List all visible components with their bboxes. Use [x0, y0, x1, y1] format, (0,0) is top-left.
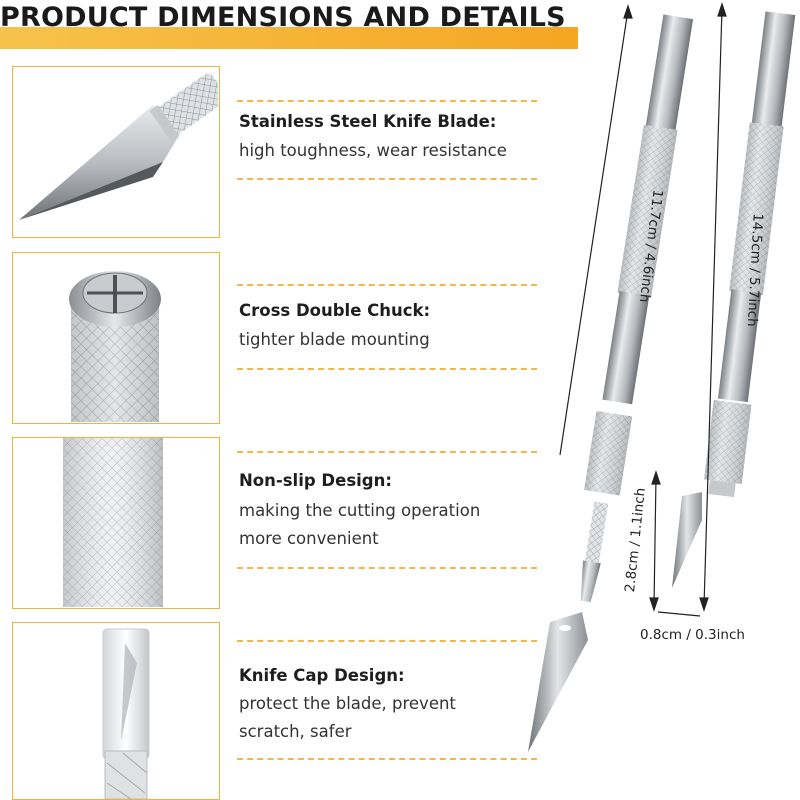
title-band: PRODUCT DIMENSIONS AND DETAILS: [0, 0, 578, 56]
pen-assembled: [704, 11, 796, 498]
feature-description-line: more convenient: [239, 529, 379, 548]
pen-disassembled: [580, 14, 694, 603]
feature-title: Stainless Steel Knife Blade:: [239, 112, 497, 131]
divider: [237, 451, 537, 453]
blade-closeup-image: [12, 66, 220, 238]
feature-title: Knife Cap Design:: [239, 666, 405, 685]
feature-description: protect the blade, prevent scratch, safe…: [239, 690, 539, 746]
knife-cap-image: [12, 622, 220, 800]
mounted-blade: [672, 492, 702, 588]
width-label: 0.8cm / 0.3inch: [640, 627, 745, 643]
divider: [237, 284, 537, 286]
feature-description: high toughness, wear resistance: [239, 137, 539, 165]
feature-description: tighter blade mounting: [239, 326, 539, 354]
feature-description-line: high toughness, wear resistance: [239, 141, 507, 160]
divider: [237, 567, 537, 569]
feature-description-line: scratch, safer: [239, 722, 352, 741]
chuck-closeup-image: [12, 252, 220, 424]
divider: [237, 100, 537, 102]
divider: [237, 368, 537, 370]
title-highlight-stripe: [0, 27, 578, 49]
feature-title: Cross Double Chuck:: [239, 301, 431, 320]
feature-description-line: protect the blade, prevent: [239, 694, 456, 713]
feature-description-line: tighter blade mounting: [239, 330, 430, 349]
feature-title: Non-slip Design:: [239, 471, 392, 490]
divider: [237, 178, 537, 180]
divider: [237, 640, 537, 642]
spare-blade: [528, 612, 588, 752]
feature-description-line: making the cutting operation: [239, 501, 481, 520]
pen-knife-illustration: [528, 2, 796, 752]
divider: [237, 758, 537, 760]
feature-description: making the cutting operation more conven…: [239, 497, 539, 553]
knurled-handle-image: [12, 437, 220, 609]
page-title: PRODUCT DIMENSIONS AND DETAILS: [0, 2, 566, 33]
dimension-lines: [559, 2, 727, 617]
